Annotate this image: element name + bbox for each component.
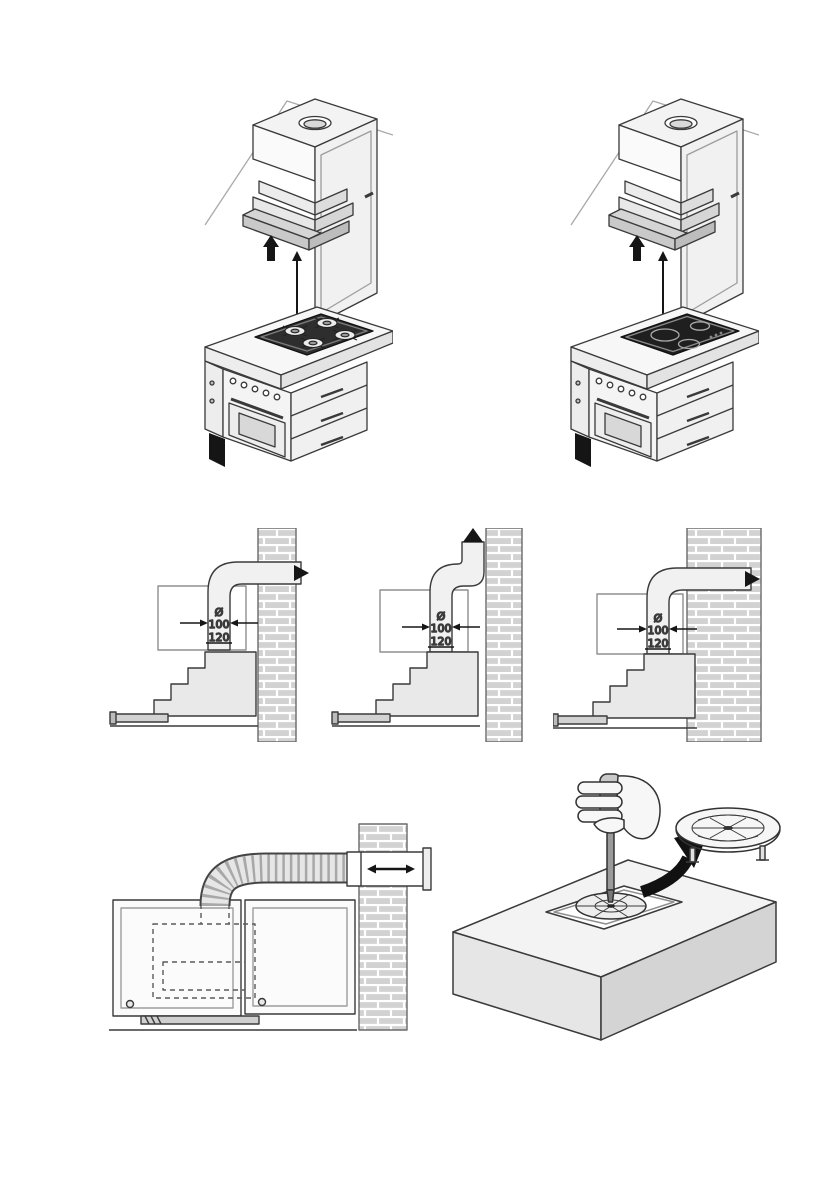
size-100-label: 100 <box>209 618 230 631</box>
figure-duct-right: Ø 100 120 <box>553 528 763 742</box>
exhaust-duct <box>646 567 752 655</box>
finger <box>575 795 623 809</box>
plinth-shadow <box>209 433 225 467</box>
oven-window <box>238 412 276 448</box>
flexible-duct <box>199 852 351 907</box>
diameter-symbol: Ø <box>654 612 663 625</box>
drawer-stack <box>290 361 368 462</box>
hood-visor <box>553 715 608 725</box>
oven-handle <box>230 397 284 420</box>
hood-profile <box>592 653 696 719</box>
flap-leg <box>689 847 696 863</box>
size-100-label: 100 <box>648 624 669 637</box>
chimney-panel <box>157 585 247 651</box>
figure-hood-over-gas-hob <box>197 85 393 489</box>
exhaust-duct <box>207 561 302 651</box>
pull-out-hood <box>608 180 720 251</box>
door-knob <box>125 999 135 1009</box>
hood-profile <box>375 651 479 717</box>
figure-hood-over-electric-hob <box>563 85 759 489</box>
hob-controls <box>709 331 723 339</box>
drawer-stack <box>656 361 734 462</box>
duct-diameter-dimension: Ø 100 120 <box>180 605 258 645</box>
duct-hole-inner <box>303 119 327 129</box>
side-cabinet <box>570 360 590 438</box>
size-120-label: 120 <box>648 637 669 650</box>
cabinet-handle <box>364 191 374 199</box>
airflow-arrow-right-icon <box>745 571 760 587</box>
cooking-zone-large <box>650 328 680 342</box>
size-100-label: 100 <box>431 622 452 635</box>
screwdriver-tip <box>606 889 615 903</box>
up-arrow-icon <box>629 235 645 261</box>
side-cabinet <box>204 360 224 438</box>
duct-diameter-dimension: Ø 100 120 <box>617 611 697 651</box>
diameter-symbol: Ø <box>215 606 224 619</box>
removed-flap-piece <box>675 807 781 863</box>
size-120-label: 120 <box>209 631 230 644</box>
gas-hob <box>254 313 374 356</box>
brick-wall <box>485 528 523 742</box>
telescopic-wall-duct <box>346 847 432 891</box>
plinth-shadow <box>575 433 591 467</box>
oven-window <box>604 412 642 448</box>
chimney-panel <box>379 589 469 653</box>
brick-wall <box>686 528 762 742</box>
hood-visor <box>242 208 350 251</box>
airflow-arrow-up-icon <box>463 528 483 542</box>
visor-end-cap <box>553 713 559 727</box>
duct-hole-inner <box>669 119 693 129</box>
cooking-zone-mid <box>677 338 701 350</box>
oven <box>588 368 658 462</box>
cabinet-handle <box>730 191 740 199</box>
up-arrow-icon <box>263 235 279 261</box>
air-outlet-recess <box>545 885 683 930</box>
visor-end-cap <box>109 711 117 725</box>
oven-knobs <box>229 377 281 401</box>
hidden-hood-dashed <box>152 904 256 999</box>
gas-burners <box>282 317 358 349</box>
figure-duct-middle: Ø 100 120 <box>330 528 535 742</box>
finger <box>577 781 623 795</box>
pull-out-hood <box>242 180 354 251</box>
oven-knobs <box>595 377 647 401</box>
cooking-zone-small <box>689 321 711 331</box>
hand <box>575 775 661 840</box>
ceramic-hob <box>620 313 740 356</box>
door-knob <box>257 997 267 1007</box>
flap-leg <box>759 845 766 861</box>
wall-duct-flange <box>422 847 432 891</box>
non-return-flap <box>575 892 647 920</box>
hood-visor <box>608 208 716 251</box>
figure-duct-left: Ø 100 120 <box>108 528 313 742</box>
chimney-panel <box>596 593 684 655</box>
duct-diameter-dimension: Ø 100 120 <box>402 609 480 649</box>
hood-visor <box>335 713 391 723</box>
thumb <box>593 817 625 834</box>
flap-screw <box>607 904 615 908</box>
size-120-label: 120 <box>431 635 452 648</box>
airflow-arrow-right-icon <box>294 565 309 581</box>
hood-visor <box>140 1015 260 1025</box>
figure-flexible-duct-wall <box>105 808 435 1034</box>
oven-handle <box>596 397 650 420</box>
diameter-symbol: Ø <box>437 610 446 623</box>
hood-visor <box>113 713 169 723</box>
visor-end-cap <box>331 711 339 725</box>
telescope-double-arrow-icon <box>367 864 415 874</box>
hood-profile <box>153 651 257 717</box>
hand-palm <box>616 775 661 840</box>
upper-cabinets <box>112 899 356 1017</box>
exhaust-duct <box>429 541 485 653</box>
figure-flap-removal <box>428 772 793 1072</box>
brick-wall <box>257 528 297 742</box>
